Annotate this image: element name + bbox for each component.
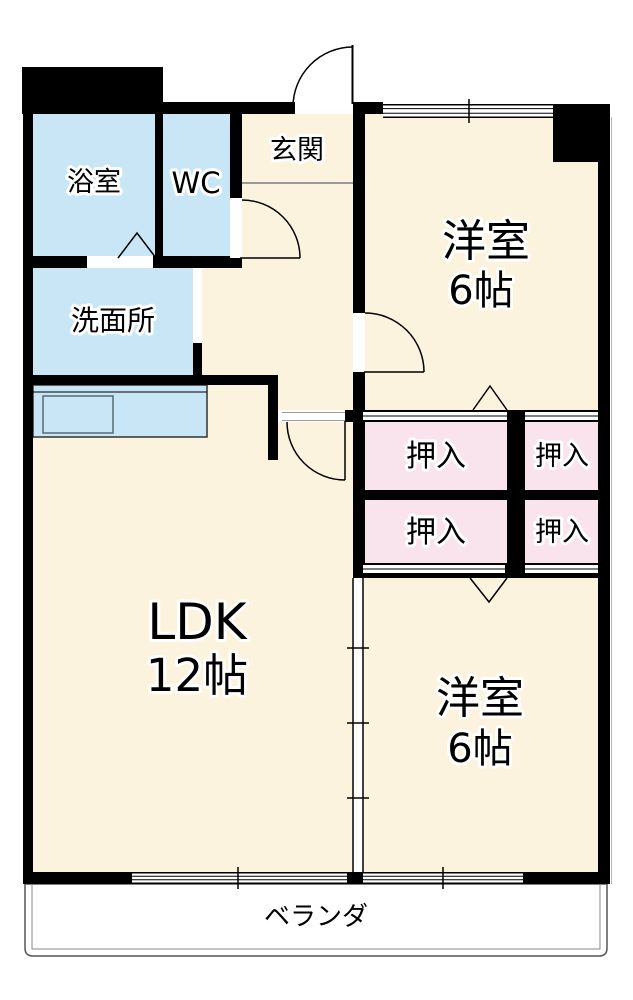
- closet-bottom-left-label: 押入: [406, 515, 466, 550]
- wall-segment: [353, 114, 365, 313]
- entrance-label: 玄関: [270, 135, 324, 166]
- washroom-label: 洗面所: [71, 304, 155, 337]
- veranda-label: ベランダ: [264, 902, 368, 932]
- bathroom-label: 浴室: [67, 167, 121, 198]
- wall-segment: [23, 256, 87, 268]
- closet-bottom-right-floor: [525, 500, 598, 563]
- closet-top-left-label: 押入: [406, 439, 466, 474]
- toilet-door-opening: [230, 198, 242, 258]
- door-swing-arc: [364, 312, 425, 373]
- wall-segment: [523, 872, 608, 884]
- bathroom-door-triangle: [117, 231, 157, 259]
- washroom-floor: [33, 268, 193, 375]
- wall-segment: [23, 375, 278, 385]
- closet-tracks: [363, 412, 598, 573]
- wall-segment: [268, 385, 278, 460]
- closet-bottom-right-label: 押入: [535, 517, 589, 548]
- bathroom-floor: [33, 114, 155, 258]
- wall-segment: [347, 872, 363, 884]
- wall-corner-block: [553, 104, 610, 162]
- closet-triangle-down: [469, 577, 508, 604]
- wall-segment: [345, 410, 353, 422]
- bedroom-lower-size: 6帖: [447, 726, 512, 772]
- wall-segment: [163, 102, 295, 114]
- entrance-door: [292, 45, 354, 108]
- veranda-inner-line: [31, 884, 601, 950]
- bedroom-upper-size: 6帖: [448, 268, 513, 314]
- kitchen-sink: [42, 395, 114, 434]
- wall-right-outer: [598, 162, 610, 884]
- bedroom-upper-label: 洋室: [442, 216, 530, 267]
- window-bottom-right: [363, 867, 523, 889]
- ldk-door: [286, 421, 346, 481]
- window-top: [383, 99, 553, 123]
- bathroom-door-opening: [87, 256, 153, 268]
- wall-segment: [22, 67, 163, 114]
- toilet-floor: [163, 114, 230, 258]
- closet-top-right-floor: [525, 422, 598, 490]
- wall-segment: [230, 114, 242, 198]
- washroom-door-opening: [193, 268, 202, 343]
- closet-top-right-label: 押入: [535, 441, 589, 472]
- toilet-label: WC: [172, 166, 221, 200]
- veranda-floor: [24, 883, 608, 957]
- window-band: [132, 872, 347, 884]
- window-bottom-left: [132, 867, 347, 889]
- closet-bottom-left-floor: [363, 500, 507, 563]
- wall-left-outer: [23, 114, 33, 884]
- bedroom-upper-door: [364, 312, 425, 373]
- door-swing-arc: [241, 199, 301, 259]
- closet-triangle-up: [472, 384, 508, 411]
- ldk-size: 12帖: [146, 649, 248, 702]
- closet-top-left-floor: [363, 422, 507, 490]
- wall-segment: [353, 102, 383, 114]
- bedroom-upper-door-opening: [353, 313, 365, 372]
- wall-bath-wc-divider: [155, 114, 163, 258]
- ldk-label: LDK: [147, 593, 247, 651]
- sliding-partition: [347, 578, 369, 872]
- partition-channel: [352, 578, 364, 872]
- window-band: [383, 104, 553, 118]
- wall-closet-mid: [353, 490, 610, 500]
- wall-segment: [193, 343, 202, 385]
- bedroom-lower-label: 洋室: [436, 673, 524, 724]
- wall-segment: [23, 872, 132, 884]
- door-swing-arc: [286, 421, 346, 481]
- door-swing-arc: [292, 46, 353, 108]
- toilet-door: [240, 199, 301, 259]
- wall-segment: [153, 256, 242, 268]
- wall-segment: [353, 372, 365, 578]
